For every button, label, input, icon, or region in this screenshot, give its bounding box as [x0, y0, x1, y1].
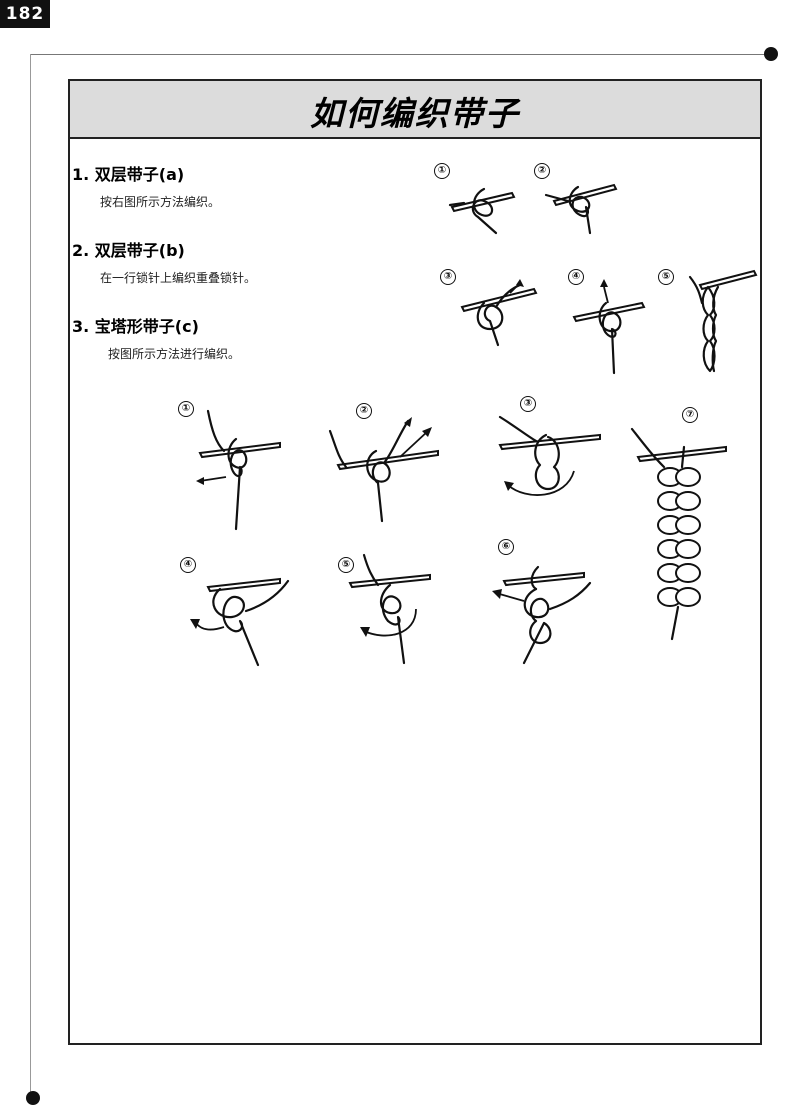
pagoda-step-diagram [492, 565, 592, 665]
page-left-rule [30, 54, 31, 1094]
bottom-step-label: ① [178, 401, 194, 417]
section-pagoda-strap-c: 3. 宝塔形带子(c) 按图所示方法进行编织。 [72, 313, 240, 362]
bottom-step-label: ③ [520, 396, 536, 412]
top-step-label: ④ [568, 269, 584, 285]
bottom-step-label: ④ [180, 557, 196, 573]
section-heading: 3. 宝塔形带子(c) [72, 317, 199, 336]
section-description: 按图所示方法进行编织。 [108, 347, 241, 361]
crochet-step-diagram [544, 183, 618, 235]
section-double-strap-b: 2. 双层带子(b) 在一行锁针上编织重叠锁针。 [72, 237, 256, 286]
crochet-step-diagram [448, 187, 516, 235]
pagoda-step-diagram [328, 417, 439, 523]
bottom-step-label: ② [356, 403, 372, 419]
top-step-label: ② [534, 163, 550, 179]
pagoda-step-diagram [348, 553, 431, 665]
section-description: 按右图所示方法编织。 [100, 195, 221, 209]
crochet-chain-diagram [688, 269, 758, 373]
pagoda-finished-chain-diagram [630, 427, 727, 641]
section-heading: 1. 双层带子(a) [72, 165, 185, 184]
page-title: 如何编织带子 [310, 94, 520, 133]
page-top-rule [30, 54, 768, 55]
bottom-step-label: ⑤ [338, 557, 354, 573]
section-heading: 2. 双层带子(b) [72, 241, 185, 260]
top-step-label: ③ [440, 269, 456, 285]
bottom-step-label: ⑥ [498, 539, 514, 555]
crochet-step-diagram [572, 279, 646, 375]
content-frame: 如何编织带子 1. 双层带子(a) 按右图所示方法编织。 2. 双层带子(b) … [68, 79, 762, 1045]
pagoda-chain-links [657, 467, 701, 607]
bottom-step-label: ⑦ [682, 407, 698, 423]
top-step-label: ① [434, 163, 450, 179]
binding-hole-top [764, 47, 778, 61]
pagoda-step-diagram [190, 577, 290, 667]
crochet-step-diagram [460, 279, 538, 347]
title-band: 如何编织带子 [70, 81, 760, 139]
section-double-strap-a: 1. 双层带子(a) 按右图所示方法编织。 [72, 161, 220, 210]
page-number: 182 [0, 0, 50, 28]
pagoda-step-diagram [196, 409, 281, 531]
top-step-label: ⑤ [658, 269, 674, 285]
pagoda-step-diagram [498, 415, 601, 496]
binding-hole-bottom [26, 1091, 40, 1105]
section-description: 在一行锁针上编织重叠锁针。 [100, 271, 257, 285]
